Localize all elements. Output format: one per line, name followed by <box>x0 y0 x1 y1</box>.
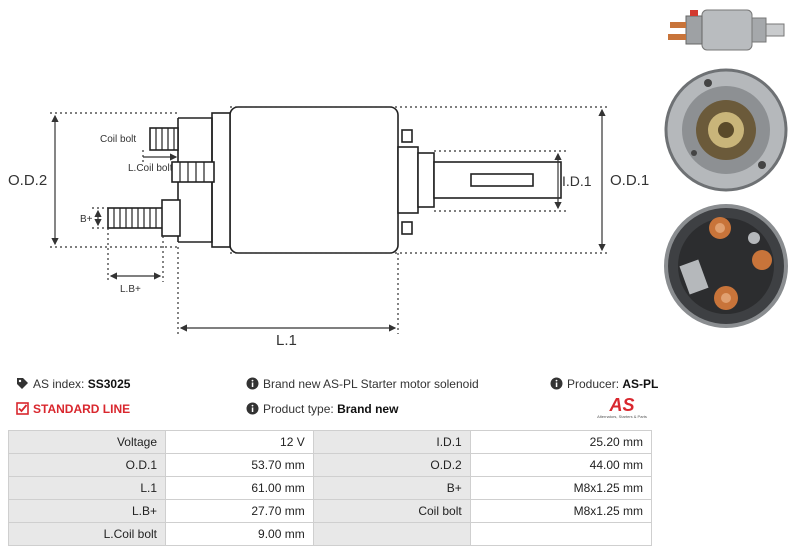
spec-value: 44.00 mm <box>469 453 653 477</box>
product-type: Product type: Brand new <box>246 402 398 416</box>
product-photo-side <box>668 9 785 51</box>
id1-label: I.D.1 <box>562 173 592 189</box>
spec-value: 12 V <box>165 430 314 454</box>
description: Brand new AS-PL Starter motor solenoid <box>246 377 479 391</box>
lb-label: L.B+ <box>120 284 141 295</box>
spec-label: Voltage <box>8 430 166 454</box>
product-type-value: Brand new <box>337 402 399 416</box>
product-photo-back <box>664 204 788 328</box>
checkbox-icon <box>16 402 29 415</box>
spec-value: 61.00 mm <box>165 476 314 500</box>
dimension-lines <box>51 108 606 332</box>
spec-value: 25.20 mm <box>469 430 653 454</box>
bplus-label: B+ <box>80 214 93 225</box>
spec-label: O.D.2 <box>312 453 471 477</box>
spec-value <box>469 522 653 546</box>
thread-marks <box>113 128 205 228</box>
producer: Producer: AS-PL <box>550 377 658 391</box>
producer-value: AS-PL <box>622 377 659 391</box>
spec-value: 9.00 mm <box>165 522 314 546</box>
product-type-label: Product type: <box>263 402 334 416</box>
description-text: Brand new AS-PL Starter motor solenoid <box>263 377 479 391</box>
extension-lines <box>50 106 610 334</box>
technical-drawing: O.D.2 O.D.1 I.D.1 L.1 L.B+ B+ Coil bolt … <box>8 106 649 349</box>
as-index-label: AS index: <box>33 377 85 391</box>
od1-label: O.D.1 <box>610 172 649 189</box>
spec-value: 27.70 mm <box>165 499 314 523</box>
logo-text: AS <box>609 395 635 415</box>
info-icon <box>246 402 259 415</box>
spec-label: B+ <box>312 476 471 500</box>
logo-tagline: Alternators, Starters & Parts <box>597 414 647 419</box>
spec-value: 53.70 mm <box>165 453 314 477</box>
info-icon <box>246 377 259 390</box>
spec-label: L.1 <box>8 476 166 500</box>
spec-label: Coil bolt <box>312 499 471 523</box>
product-line: STANDARD LINE <box>16 402 130 416</box>
as-index: AS index: SS3025 <box>16 377 130 391</box>
product-photo-front <box>664 68 788 192</box>
spec-label: I.D.1 <box>312 430 471 454</box>
tag-icon <box>16 377 29 390</box>
standard-line-label: STANDARD LINE <box>33 402 131 416</box>
info-icon <box>550 377 563 390</box>
l-coil-bolt-label: L.Coil bolt <box>128 163 173 174</box>
solenoid-outline <box>107 106 562 254</box>
od2-label: O.D.2 <box>8 172 47 189</box>
spec-label <box>312 522 471 546</box>
as-pl-logo: AS Alternators, Starters & Parts <box>592 396 652 424</box>
as-index-value: SS3025 <box>87 377 131 391</box>
coil-bolt-label: Coil bolt <box>100 134 136 145</box>
producer-label: Producer: <box>567 377 620 391</box>
spec-label: L.Coil bolt <box>8 522 166 546</box>
spec-label: L.B+ <box>8 499 166 523</box>
spec-label: O.D.1 <box>8 453 166 477</box>
spec-value: M8x1.25 mm <box>469 476 653 500</box>
spec-value: M8x1.25 mm <box>469 499 653 523</box>
l1-label: L.1 <box>276 332 297 349</box>
